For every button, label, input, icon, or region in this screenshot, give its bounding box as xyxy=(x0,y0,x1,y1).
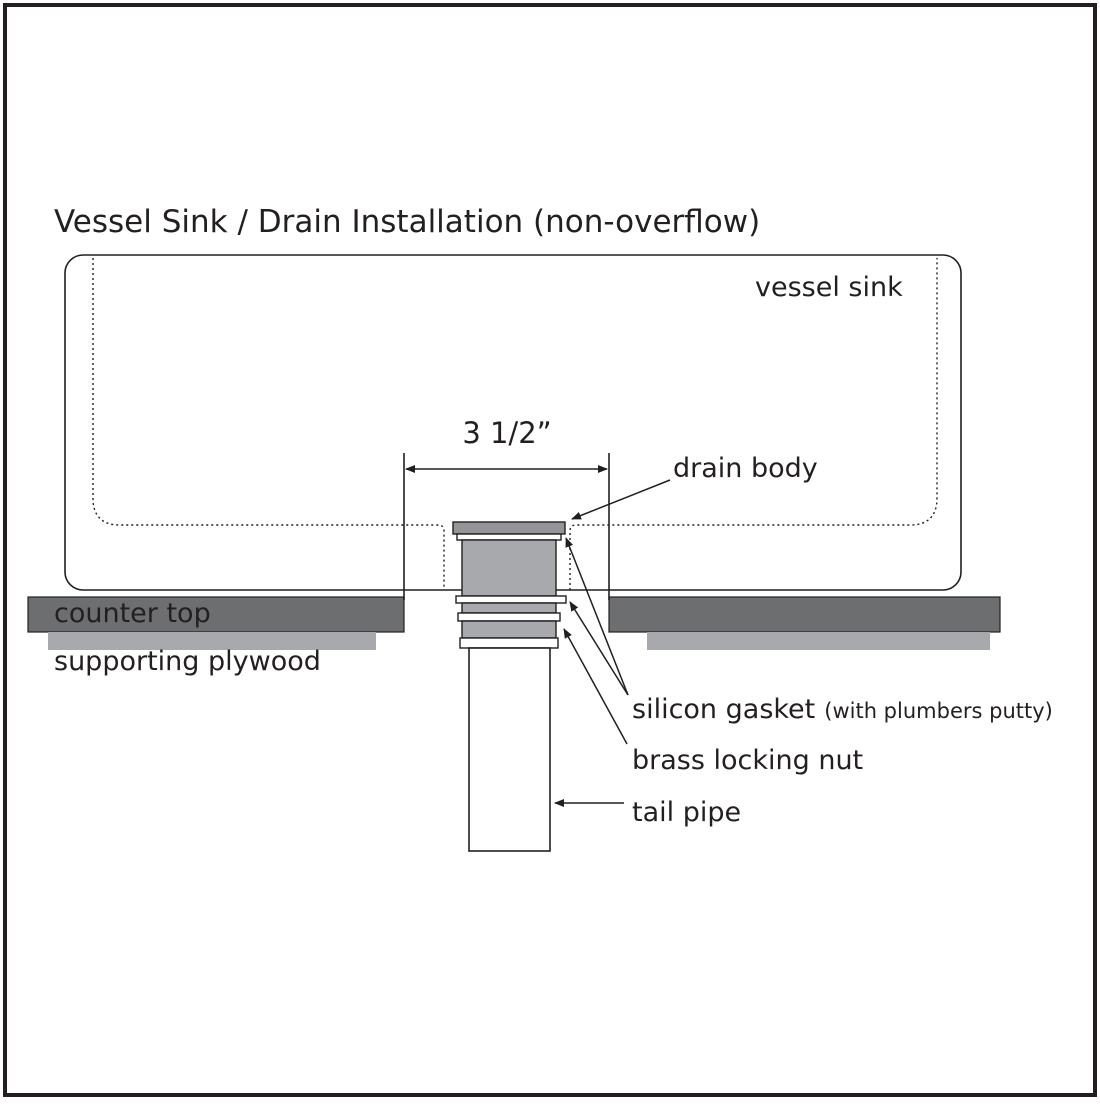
drain-body-leader xyxy=(571,479,671,520)
drain-body-flange xyxy=(452,521,566,535)
counter-top-left xyxy=(27,596,405,633)
dimension-label: 3 1/2” xyxy=(462,416,551,450)
supporting-plywood-label: supporting plywood xyxy=(54,646,321,677)
tail-pipe xyxy=(468,647,551,852)
drain-body-label: drain body xyxy=(673,453,818,484)
top-gasket-ring xyxy=(456,533,562,541)
silicon-gasket-label: silicon gasket (with plumbers putty) xyxy=(632,694,1053,725)
locking-nut-ring-top xyxy=(457,612,561,622)
brass-locking-nut-label: brass locking nut xyxy=(632,745,863,776)
diagram-title: Vessel Sink / Drain Installation (non-ov… xyxy=(54,204,760,240)
plywood-right xyxy=(647,632,990,650)
outer-frame xyxy=(3,3,1097,1097)
vessel-sink-label: vessel sink xyxy=(755,272,903,303)
silicon-gasket-note: (with plumbers putty) xyxy=(824,699,1053,723)
locking-nut-leader xyxy=(563,628,628,745)
sink-inner-dotted-line xyxy=(92,258,938,590)
counter-top-right xyxy=(608,596,1001,633)
lower-gasket-ring xyxy=(455,595,567,604)
drain-body-lower xyxy=(461,620,557,639)
drain-body-threads xyxy=(461,602,557,614)
gasket-leader-top xyxy=(565,537,629,696)
locking-nut-ring-bottom xyxy=(459,637,559,649)
tail-pipe-label: tail pipe xyxy=(632,797,741,828)
gasket-leader-bottom xyxy=(569,601,629,696)
silicon-gasket-text: silicon gasket xyxy=(632,694,815,725)
drain-body-upper xyxy=(461,539,557,597)
counter-top-label: counter top xyxy=(54,598,211,629)
plywood-left xyxy=(48,632,376,650)
